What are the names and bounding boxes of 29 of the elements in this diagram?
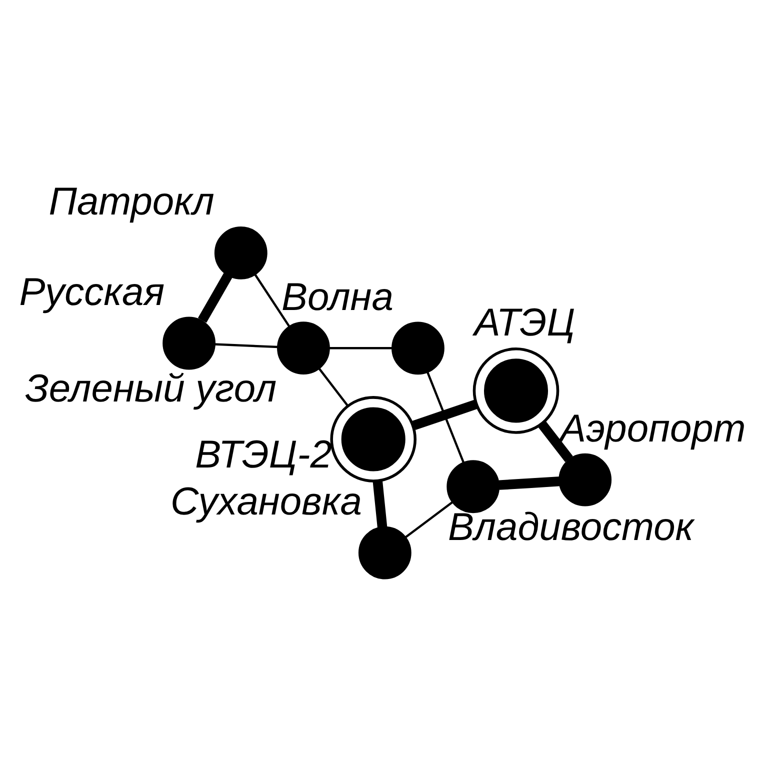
node-label: Русская [19, 270, 165, 314]
connector [412, 399, 478, 430]
node-label: Аэропорт [560, 406, 746, 450]
node-circle [330, 396, 417, 482]
node-circle [214, 226, 268, 279]
connector [426, 371, 465, 462]
node-circle [358, 526, 412, 579]
node-circle [392, 321, 444, 374]
node-label: Патрокл [48, 180, 214, 224]
node-label: Владивосток [448, 506, 694, 549]
node-circle [446, 460, 500, 513]
node-circle [558, 452, 612, 506]
node-circle [472, 347, 560, 434]
node-circle [277, 321, 330, 374]
connector [198, 272, 233, 322]
node-circle [162, 316, 216, 370]
connector [404, 500, 454, 538]
connector [372, 480, 388, 528]
node-label: Волна [282, 275, 394, 318]
connector [328, 346, 393, 349]
node-label: Зеленый угол [25, 367, 277, 410]
node-label: ВТЭЦ-2 [195, 433, 332, 476]
node-label: Сухановка [170, 480, 362, 523]
connector [318, 367, 348, 406]
connector [498, 476, 560, 490]
node-label: АТЭЦ [474, 301, 576, 344]
connector [254, 272, 290, 328]
connector [214, 342, 278, 348]
connector [538, 420, 573, 462]
